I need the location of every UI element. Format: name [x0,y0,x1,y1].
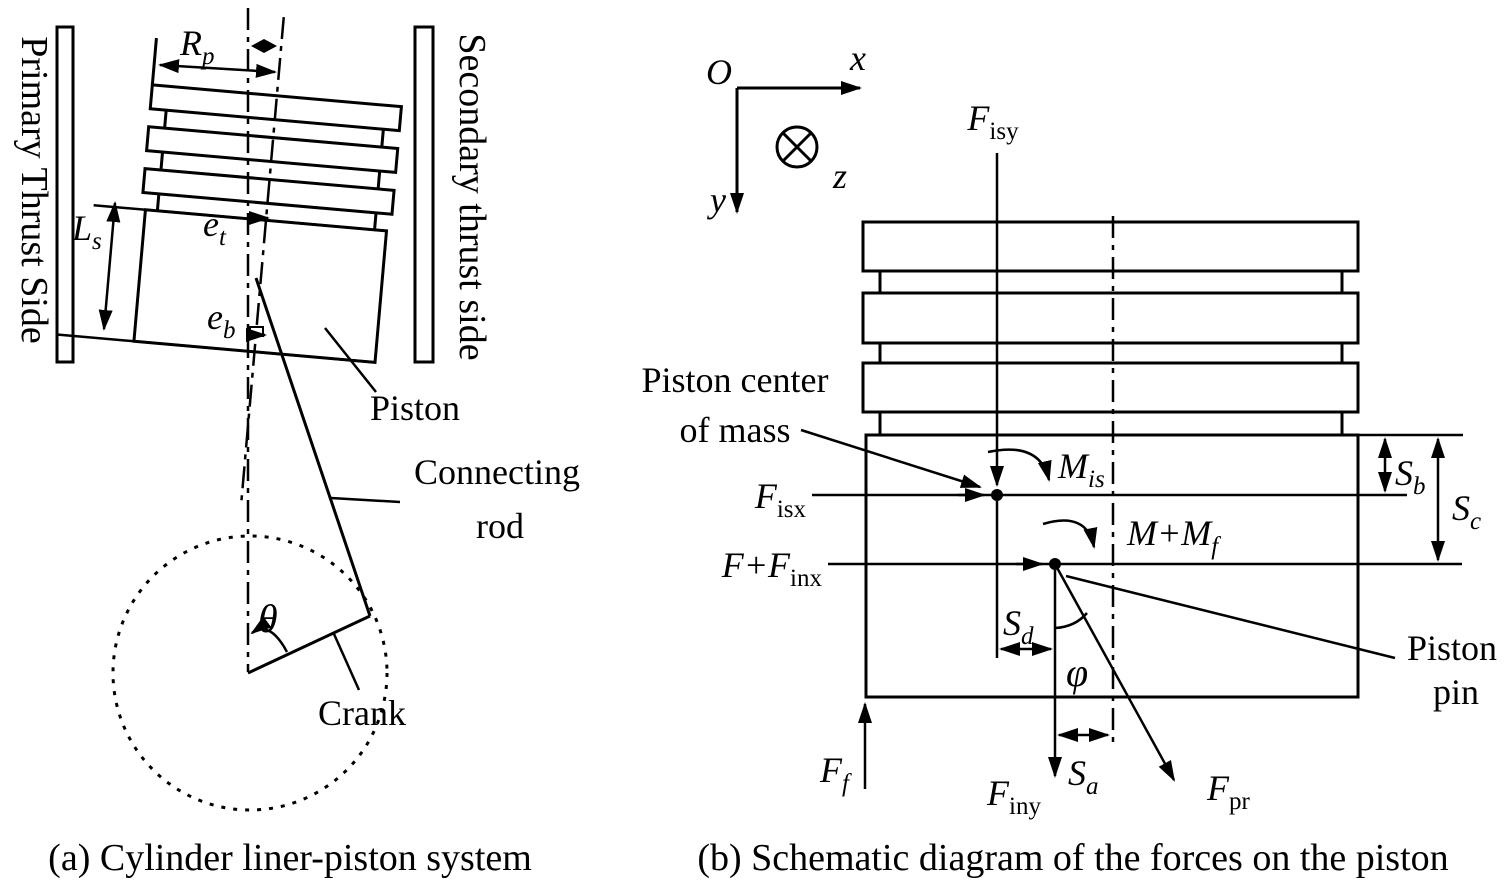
mmf-label: M+Mf [1126,513,1221,560]
skirt-bottom-extension-line [58,333,376,364]
piston-edge-extension-line [150,37,158,86]
piston-b-ring-land-3 [861,361,1360,414]
ring-groove-right-2 [376,170,382,190]
piston-leader-line [324,327,377,393]
piston-ring-land-3 [141,166,396,216]
phi-angle-arc [1054,612,1088,630]
piston-pin-label-line2: pin [1433,672,1479,712]
connecting-rod-label-line2: rod [476,506,524,546]
piston-center-of-mass-label-line2: of mass [680,410,791,450]
sd-label: Sd [1003,603,1034,650]
mmf-moment-arrow [1042,519,1098,549]
eb-right-angle-mark [249,326,264,337]
sc-label: Sc [1452,488,1481,535]
primary-thrust-side-label: Primary Thrust Side [13,36,55,344]
piston-b-ring-land-2 [861,291,1360,345]
ring-groove-right-3 [373,212,378,230]
phi-label: φ [1066,650,1088,695]
crank-leader-line [332,633,361,691]
panel-b: O x y z Fisy Fisx F+ [642,38,1498,879]
piston-b-ring-land-1 [861,220,1360,273]
mis-label: Mis [1057,446,1105,493]
secondary-thrust-side-label: Secondary thrust side [451,33,493,360]
fisy-label: Fisy [966,98,1019,145]
z-axis-label: z [832,156,847,196]
caption-a: (a) Cylinder liner-piston system [48,837,532,879]
connecting-rod-leader-line [330,496,401,504]
y-axis-label: y [707,180,726,220]
et-label: et [203,204,227,251]
z-axis-circle [775,125,819,169]
caption-b: (b) Schematic diagram of the forces on t… [697,837,1448,879]
skirt-top-extension-line [93,203,387,233]
ring-groove-right-1 [380,129,385,148]
piston-pin-label-line1: Piston [1407,628,1497,668]
piston-pin-leader-line [1065,574,1396,660]
rp-dimension-arrow [158,59,277,78]
ls-dimension-arrow [98,201,121,331]
piston-ring-land-1 [148,83,404,133]
axis-offset-diamond-marker [251,39,277,53]
ring-groove-left-3 [155,193,161,211]
ring-groove-left-2 [159,151,165,171]
piston-ring-land-2 [144,125,400,175]
fpr-force-arrow [1053,563,1176,782]
connecting-rod-line [254,277,372,617]
sa-label: Sa [1068,753,1099,800]
fisx-label: Fisx [754,476,807,523]
ring-groove-left-1 [163,110,168,129]
crank-line [247,614,371,675]
theta-label: θ [258,596,278,641]
origin-label: O [706,52,732,92]
primary-thrust-wall [55,25,75,364]
tilted-piston-group [58,16,404,502]
connecting-rod-label-line1: Connecting [414,452,580,492]
piston-label: Piston [370,388,460,428]
z-into-page-icon [775,125,819,169]
crank-label: Crank [318,693,406,733]
finy-label: Finy [986,773,1041,820]
ff-label: Ff [819,750,852,797]
panel-a: Primary Thrust Side Secondary thrust sid… [13,8,580,879]
fpr-label: Fpr [1206,768,1251,815]
eb-label: eb [207,297,235,344]
center-of-mass-leader-arrow [800,428,982,489]
theta-angle-arc [250,616,289,653]
sb-label: Sb [1395,453,1426,500]
ls-label: Ls [71,208,102,255]
crank-circle [111,534,389,812]
piston-center-of-mass-label-line1: Piston center [642,360,829,400]
ffinx-label: F+Finx [721,545,823,592]
z-axis-cross-2 [781,131,813,163]
secondary-thrust-wall [413,25,435,364]
mis-moment-arrow [987,448,1052,482]
x-axis-label: x [849,38,866,78]
rp-label: Rp [179,23,215,70]
center-of-mass-dot [991,489,1003,501]
